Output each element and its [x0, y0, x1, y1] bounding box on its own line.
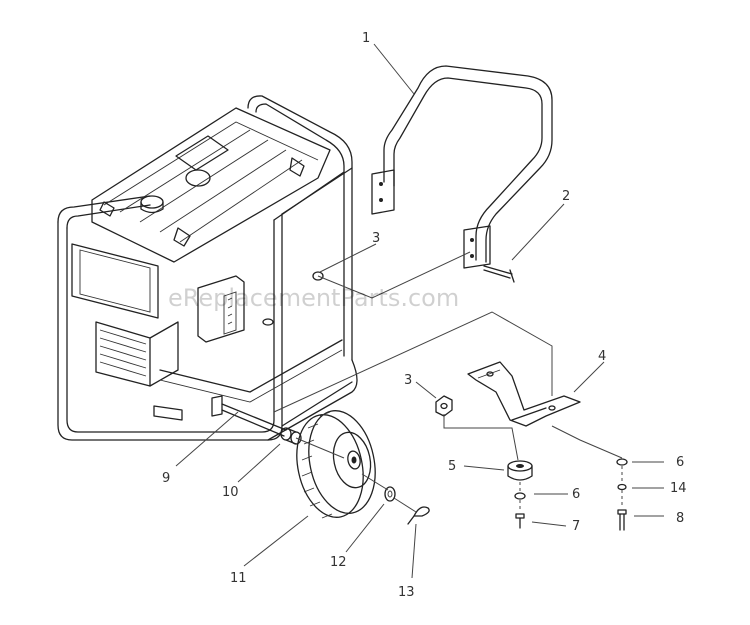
callout-10: 10 — [222, 485, 239, 500]
callout-5: 5 — [448, 459, 456, 474]
callout-13: 13 — [398, 585, 415, 600]
callout-3-frame: 3 — [372, 231, 380, 246]
frame-nut-part-3 — [312, 271, 324, 281]
wheel-part-11 — [296, 410, 376, 519]
foot-bracket-part-4 — [467, 361, 581, 427]
callout-leaders — [175, 43, 664, 579]
rubber-foot-part-5 — [507, 460, 533, 481]
bolt-part-7 — [515, 513, 525, 529]
axle-part-9 — [221, 403, 287, 437]
callout-8: 8 — [676, 511, 684, 526]
callout-4: 4 — [598, 349, 606, 364]
callout-12: 12 — [330, 555, 347, 570]
callout-labels: 1 2 3 3 4 5 6 6 7 8 9 10 11 12 13 14 — [162, 31, 687, 600]
washer-part-6-center — [514, 492, 526, 500]
callout-6-right: 6 — [676, 455, 684, 470]
callout-14: 14 — [670, 481, 687, 496]
washer-part-6-right — [616, 458, 628, 466]
bolt-part-8 — [617, 509, 627, 531]
watermark-text: eReplacementParts.com — [168, 284, 459, 312]
handle-part-1 — [371, 65, 553, 269]
washer-part-12 — [384, 486, 396, 502]
bolt-part-2 — [483, 265, 515, 283]
hitch-pin-part-13 — [407, 506, 430, 525]
lock-washer-part-14 — [617, 483, 627, 491]
callout-2: 2 — [562, 189, 570, 204]
callout-9: 9 — [162, 471, 170, 486]
callout-11: 11 — [230, 571, 247, 586]
callout-1: 1 — [362, 31, 370, 46]
callout-6-center: 6 — [572, 487, 580, 502]
spacer-part-10 — [280, 427, 302, 445]
nut-part-3 — [435, 395, 453, 417]
callout-7: 7 — [572, 519, 580, 534]
generator-assembly — [57, 95, 358, 441]
callout-3-nut: 3 — [404, 373, 412, 388]
assembly-guide-lines — [273, 251, 623, 513]
